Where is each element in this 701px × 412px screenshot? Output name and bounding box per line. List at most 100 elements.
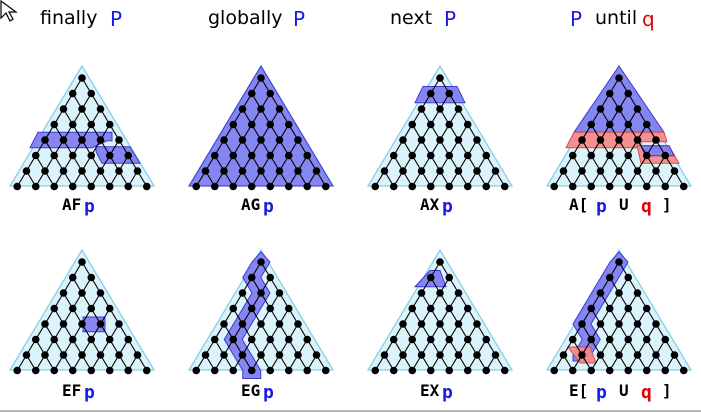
formula-arg-p: p	[84, 196, 95, 217]
column-heading-part: P	[293, 7, 305, 31]
tree-node	[454, 136, 463, 144]
tree-node	[408, 120, 417, 129]
tree-node	[247, 335, 256, 344]
tree-node	[587, 304, 596, 313]
tree-node	[257, 320, 265, 328]
tree-node	[426, 335, 435, 344]
tree-node	[96, 167, 105, 175]
formula-operator: AF	[62, 195, 81, 214]
formula-arg-p: p	[263, 382, 274, 403]
tree-node	[247, 182, 256, 191]
tree-node	[238, 351, 247, 359]
tree-node	[105, 151, 114, 160]
tree-node	[445, 273, 454, 282]
tree-node	[284, 120, 293, 129]
tree-node	[605, 273, 614, 282]
tree-node	[78, 136, 86, 144]
tree-node	[192, 182, 201, 191]
tree-ef	[8, 248, 156, 375]
tree-ex	[366, 248, 514, 375]
tree-node	[473, 320, 481, 328]
formula-arg-p: p	[596, 382, 607, 403]
tree-node	[87, 304, 96, 313]
tree-node	[257, 351, 265, 359]
tree-node	[550, 366, 559, 375]
tree-node	[399, 136, 407, 144]
tree-node	[445, 335, 454, 344]
tree-node	[22, 351, 31, 359]
tree-outline	[366, 64, 514, 187]
tree-node	[436, 320, 444, 328]
tree-node	[679, 366, 688, 375]
tree-ag	[187, 64, 335, 191]
tree-node	[578, 167, 586, 175]
tree-node	[550, 182, 559, 191]
tree-node	[210, 151, 219, 160]
formula-operator: EF	[62, 381, 81, 400]
tree-node	[238, 289, 247, 297]
tree-node	[284, 335, 293, 344]
tree-node	[559, 167, 568, 175]
tree-node	[408, 304, 417, 313]
tree-node	[463, 304, 472, 313]
formula-arg-p: p	[84, 382, 95, 403]
tree-node	[417, 289, 426, 297]
tree-node	[321, 182, 330, 191]
tree-node	[312, 167, 321, 175]
tree-node	[229, 366, 238, 375]
tree-node	[284, 366, 293, 375]
tree-node	[417, 320, 426, 328]
tree-node	[615, 105, 623, 113]
tree-node	[633, 320, 642, 328]
tree-node	[661, 335, 670, 344]
tree-node	[266, 120, 275, 129]
formula-until: U	[619, 381, 629, 400]
tree-node	[624, 89, 633, 98]
tree-node	[559, 351, 568, 359]
tree-node	[596, 351, 605, 359]
tree-node	[578, 320, 586, 328]
tree-node	[436, 258, 444, 266]
tree-node	[587, 366, 596, 375]
tree-node	[445, 182, 454, 191]
tree-node	[78, 105, 86, 113]
tree-node	[257, 167, 265, 175]
tree-node	[133, 351, 142, 359]
tree-node	[633, 289, 642, 297]
tree-node	[615, 167, 623, 175]
tree-node	[87, 182, 96, 191]
tree-node	[426, 89, 435, 98]
tree-node	[624, 366, 633, 375]
tree-node	[220, 167, 228, 175]
tree-node	[115, 351, 123, 359]
tree-node	[59, 320, 68, 328]
tree-node	[124, 335, 133, 344]
tree-node	[266, 366, 275, 375]
tree-node	[192, 366, 201, 375]
formula-operator: A[	[569, 195, 588, 214]
tree-node	[96, 320, 105, 328]
tree-node	[229, 151, 238, 160]
tree-node	[220, 136, 228, 144]
tree-node	[105, 182, 114, 191]
tree-node	[247, 273, 256, 282]
tree-node	[426, 182, 435, 191]
tree-node	[596, 167, 605, 175]
tree-node	[41, 351, 49, 359]
tree-node	[210, 182, 219, 191]
tree-node	[275, 351, 284, 359]
tree-node	[454, 105, 463, 113]
formula-arg-p: p	[596, 196, 607, 217]
tree-node	[633, 167, 642, 175]
tree-node	[568, 182, 577, 191]
tree-node	[50, 120, 59, 129]
tree-node	[87, 151, 96, 160]
tree-node	[105, 335, 114, 344]
tree-node	[445, 151, 454, 160]
tree-node	[426, 366, 435, 375]
formula-operator: EG	[241, 381, 260, 400]
tree-node	[624, 151, 633, 160]
tree-node	[454, 167, 463, 175]
